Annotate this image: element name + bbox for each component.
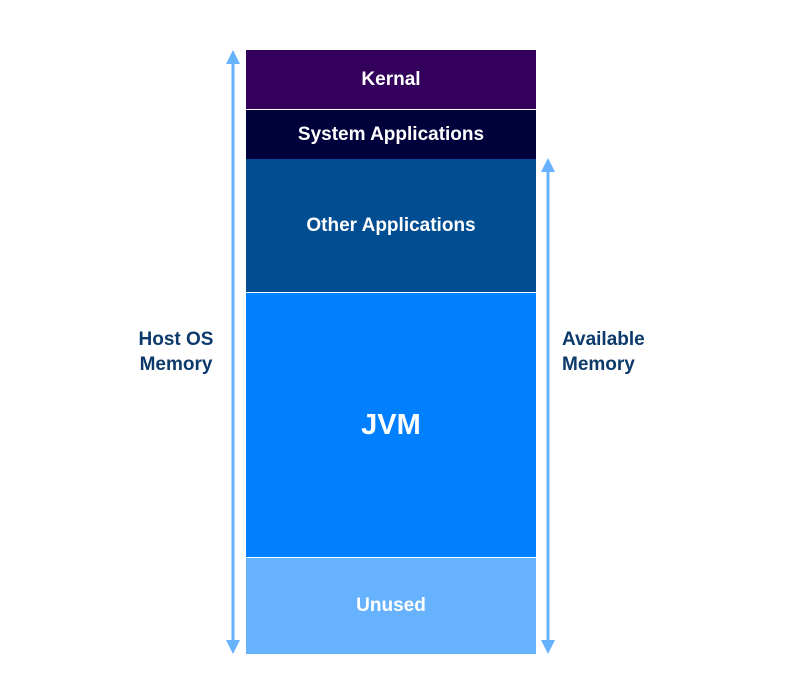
- system-applications-block: System Applications: [246, 110, 536, 159]
- unused-label: Unused: [356, 595, 426, 616]
- host-os-memory-line2: Memory: [139, 354, 213, 375]
- kernal-block: Kernal: [246, 50, 536, 110]
- available-memory-line2: Memory: [562, 354, 635, 375]
- memory-stack: Kernal System Applications Other Applica…: [246, 50, 536, 654]
- host-os-memory-line1: Host OS: [138, 329, 214, 350]
- system-applications-label: System Applications: [297, 123, 485, 145]
- other-applications-label: Other Applications: [306, 214, 476, 236]
- host-os-memory-label: Host OS Memory: [120, 327, 232, 377]
- unused-block: Unused: [246, 558, 536, 654]
- jvm-label: JVM: [361, 408, 421, 441]
- other-applications-block: Other Applications: [246, 159, 536, 293]
- jvm-block: JVM: [246, 293, 536, 558]
- available-memory-label: Available Memory: [562, 327, 645, 377]
- available-memory-arrow-icon: [541, 158, 555, 654]
- kernal-label: Kernal: [361, 68, 421, 90]
- host-os-memory-arrow-icon: [226, 50, 240, 654]
- available-memory-line1: Available: [562, 329, 645, 350]
